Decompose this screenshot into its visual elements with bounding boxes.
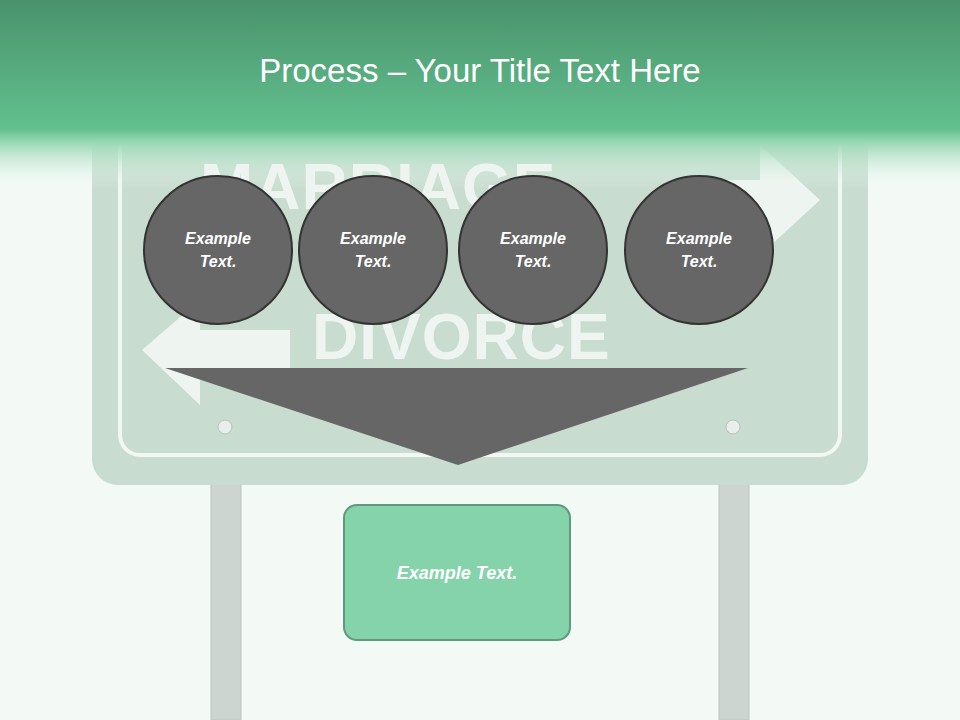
result-box: Example Text. [343,504,571,641]
circle-outline [623,174,775,326]
node-text: Example Text. [397,562,517,584]
node-text: Example Text. [483,227,583,273]
process-circle: Example Text. [623,174,775,326]
process-circle: Example Text. [297,174,449,326]
circle-shape [299,176,447,324]
node-text: Example Text. [168,227,268,273]
slide-title: Process – Your Title Text Here [0,52,960,90]
sign-screw [218,420,232,434]
node-text: Example Text. [323,227,423,273]
circle-outline [457,174,609,326]
circle-outline [297,174,449,326]
sign-post [719,480,749,720]
funnel-arrow [165,368,748,465]
sign-post [211,480,241,720]
circle-outline [142,174,294,326]
circle-shape [144,176,292,324]
node-text: Example Text. [649,227,749,273]
process-circle: Example Text. [457,174,609,326]
circle-shape [459,176,607,324]
circle-shape [625,176,773,324]
sign-screw [726,420,740,434]
process-circle: Example Text. [142,174,294,326]
